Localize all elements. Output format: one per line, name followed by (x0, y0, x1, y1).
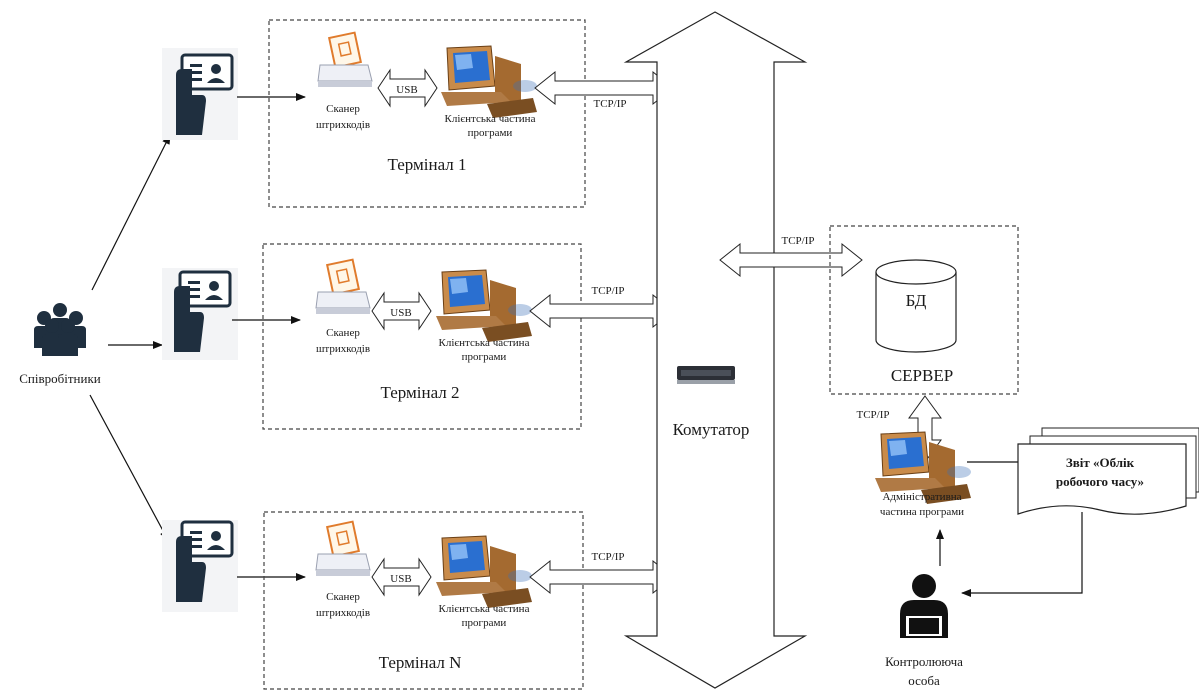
usb-label: USB (396, 84, 417, 96)
scanner-label: Сканер (326, 327, 360, 339)
id-card-hand-icon-2 (162, 268, 238, 360)
computer-icon (440, 45, 538, 119)
computer-icon (435, 535, 533, 609)
tcpip-arrow-server: TCP/IP (719, 235, 863, 278)
client-label-2: програми (462, 617, 507, 629)
terminal-1: Сканер штрихкодів USB Клієнтська частина… (268, 19, 586, 208)
report-title: Звіт «Облік (1066, 455, 1135, 470)
scanner-label-2: штрихкодів (316, 119, 370, 131)
client-label-2: програми (468, 127, 513, 139)
tcpip-arrow-2: TCP/IP (529, 285, 674, 329)
scanner-label-2: штрихкодів (316, 343, 370, 355)
db-label: БД (906, 291, 927, 310)
usb-label: USB (390, 307, 411, 319)
supervisor-icon (900, 574, 948, 638)
terminal-n: Сканер штрихкодів USB Клієнтська частина… (263, 511, 584, 690)
svg-text:TCP/IP: TCP/IP (593, 98, 626, 110)
supervisor-label: Контролююча (885, 654, 963, 669)
database-icon (875, 259, 957, 353)
usb-label: USB (390, 573, 411, 585)
svg-text:TCP/IP: TCP/IP (591, 551, 624, 563)
server-box: БД СЕРВЕР (829, 225, 1019, 395)
report-title-2: робочого часу» (1056, 474, 1144, 489)
switch-bus (623, 11, 808, 689)
network-switch-icon (677, 366, 735, 384)
id-card-hand-icon-3 (162, 520, 238, 612)
employees-group-icon (34, 303, 86, 356)
client-label: Клієнтська частина (445, 113, 536, 125)
terminal-title: Термінал 1 (387, 155, 466, 174)
svg-text:TCP/IP: TCP/IP (591, 285, 624, 297)
client-label: Клієнтська частина (439, 603, 530, 615)
barcode-scanner-icon (317, 31, 373, 88)
switch-label: Комутатор (673, 420, 750, 439)
tcpip-arrow-1: TCP/IP (534, 70, 674, 110)
tcpip-arrow-3: TCP/IP (529, 551, 674, 595)
barcode-scanner-icon (315, 520, 371, 577)
admin-tcpip-label: TCP/IP (856, 409, 889, 421)
scanner-label: Сканер (326, 591, 360, 603)
admin-label-2: частина програми (880, 506, 964, 518)
scanner-label: Сканер (326, 103, 360, 115)
client-label-2: програми (462, 351, 507, 363)
computer-icon (435, 269, 533, 343)
report-document-icon (1017, 427, 1199, 515)
scanner-label-2: штрихкодів (316, 607, 370, 619)
admin-label: Адміністративна (882, 491, 961, 503)
employees-label: Співробітники (19, 371, 101, 386)
svg-text:TCP/IP: TCP/IP (781, 235, 814, 247)
terminal-title: Термінал N (379, 653, 462, 672)
terminal-title: Термінал 2 (380, 383, 459, 402)
server-title: СЕРВЕР (891, 366, 953, 385)
supervisor-label-2: особа (908, 673, 940, 688)
terminal-2: Сканер штрихкодів USB Клієнтська частина… (262, 243, 582, 430)
client-label: Клієнтська частина (439, 337, 530, 349)
barcode-scanner-icon (315, 258, 371, 315)
id-card-hand-icon-1 (162, 48, 238, 140)
